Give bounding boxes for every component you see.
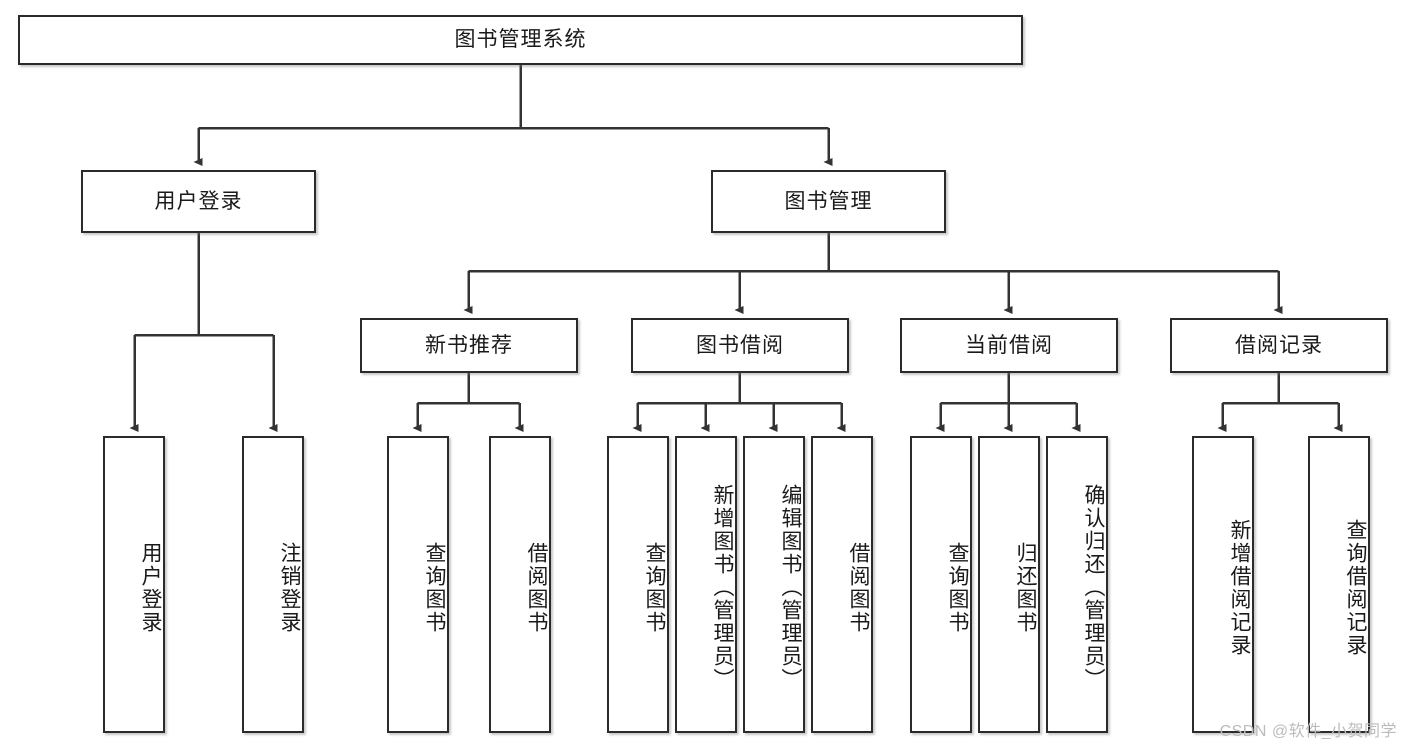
- node-root[interactable]: 图书管理系统: [18, 15, 1023, 65]
- leaf-borrow-book-new-book[interactable]: 借阅图书: [489, 436, 551, 733]
- node-current-borrow[interactable]: 当前借阅: [900, 318, 1118, 373]
- leaf-query-book-borrow[interactable]: 查询图书: [607, 436, 669, 733]
- leaf-return-book[interactable]: 归还图书: [978, 436, 1040, 733]
- leaf-add-borrow-record[interactable]: 新增借阅记录: [1192, 436, 1254, 733]
- leaf-confirm-return-admin[interactable]: 确认归还（管理员）: [1046, 436, 1108, 733]
- node-book-borrow[interactable]: 图书借阅: [631, 318, 849, 373]
- leaf-query-book-new-book[interactable]: 查询图书: [387, 436, 449, 733]
- leaf-logout[interactable]: 注销登录: [242, 436, 304, 733]
- node-borrow-record[interactable]: 借阅记录: [1170, 318, 1388, 373]
- node-new-book-recommend[interactable]: 新书推荐: [360, 318, 578, 373]
- leaf-add-book-admin[interactable]: 新增图书（管理员）: [675, 436, 737, 733]
- leaf-borrow-book-borrow[interactable]: 借阅图书: [811, 436, 873, 733]
- leaf-user-login[interactable]: 用户登录: [103, 436, 165, 733]
- leaf-query-borrow-record[interactable]: 查询借阅记录: [1308, 436, 1370, 733]
- leaf-edit-book-admin[interactable]: 编辑图书（管理员）: [743, 436, 805, 733]
- node-book-manage[interactable]: 图书管理: [711, 170, 946, 233]
- node-user-login[interactable]: 用户登录: [81, 170, 316, 233]
- leaf-query-book-current[interactable]: 查询图书: [910, 436, 972, 733]
